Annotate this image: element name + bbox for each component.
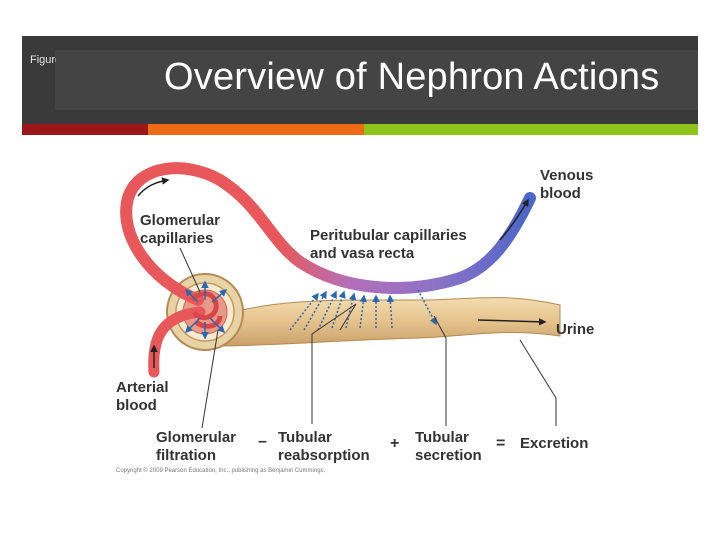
leader-lines xyxy=(179,247,557,429)
accent-stripe-red xyxy=(22,124,148,135)
tubular-secretion-label: Tubular secretion xyxy=(415,429,482,464)
equals-sign: = xyxy=(496,435,505,452)
figure-label: Figure xyxy=(30,54,56,66)
peritubular-capillaries-label: Peritubular capillaries and vasa recta xyxy=(310,227,471,262)
glomerular-capillaries-label: Glomerular capillaries xyxy=(140,212,224,247)
flow-arrow-top xyxy=(137,177,170,197)
venous-blood-label: Venous blood xyxy=(540,167,598,202)
arterial-blood-label: Arterial blood xyxy=(116,379,173,414)
urine-label: Urine xyxy=(556,321,594,338)
accent-stripe-orange xyxy=(148,124,364,135)
excretion-label: Excretion xyxy=(520,435,588,452)
minus-sign: – xyxy=(258,433,267,450)
flow-arrow-urine xyxy=(477,318,547,326)
renal-tubule xyxy=(213,297,561,347)
accent-stripe-green xyxy=(364,124,698,135)
glomerular-filtration-label: Glomerular filtration xyxy=(156,429,240,464)
reabsorption-arrows xyxy=(289,290,395,331)
title-bar-panel xyxy=(55,50,698,110)
plus-sign: + xyxy=(390,435,399,452)
slide-title: Overview of Nephron Actions xyxy=(164,56,660,98)
title-bar xyxy=(22,36,698,124)
tubular-reabsorption-label: Tubular reabsorption xyxy=(278,429,370,464)
glomerulus xyxy=(190,291,223,329)
peritubular-vessel xyxy=(120,162,536,306)
filtration-arrows xyxy=(184,280,228,340)
copyright-notice: Copyright © 2009 Pearson Education, Inc.… xyxy=(116,467,326,474)
flow-arrow-venous xyxy=(499,198,529,241)
secretion-arrow xyxy=(417,289,437,326)
